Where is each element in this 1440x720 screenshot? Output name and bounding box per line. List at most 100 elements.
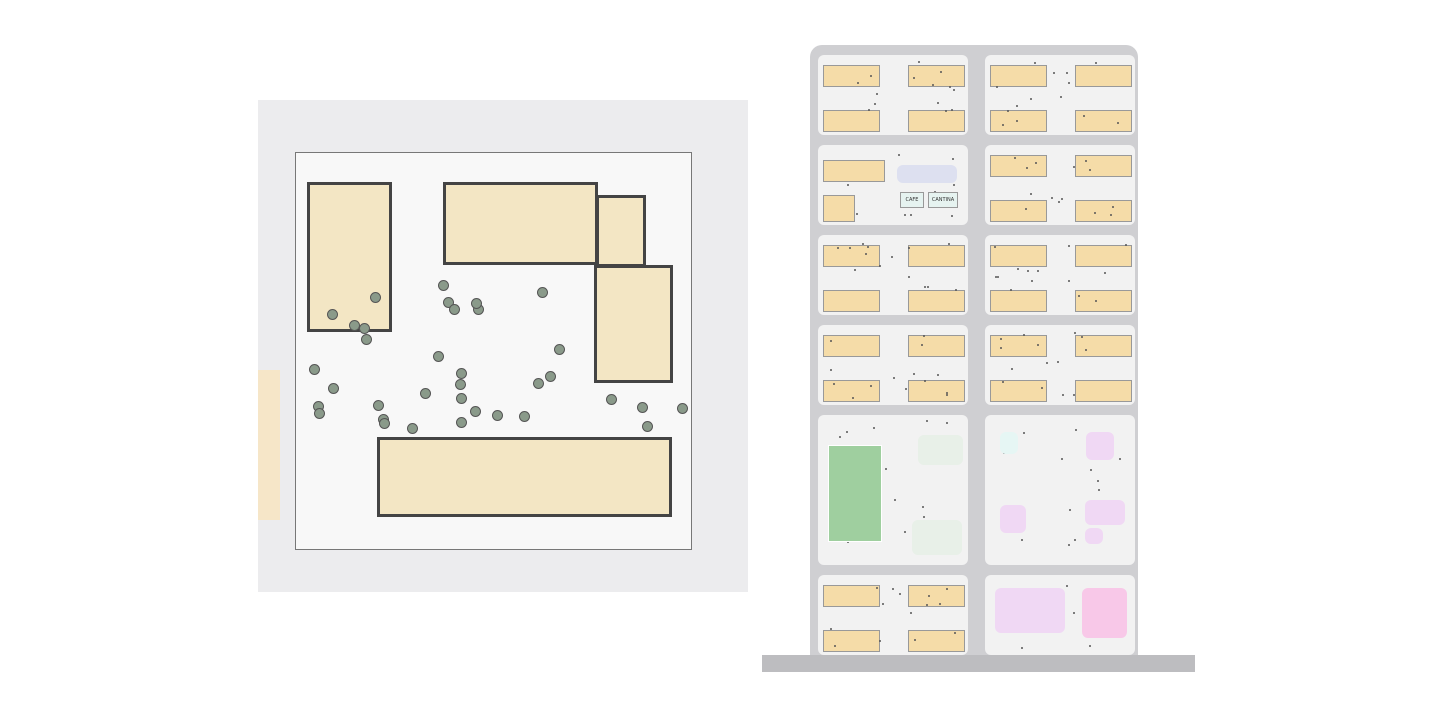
tree: [832, 382, 835, 385]
football-field: [828, 445, 882, 542]
tree: [1022, 432, 1025, 435]
residential-building: [908, 630, 965, 652]
tennis-courts: [918, 435, 963, 465]
tree: [1020, 539, 1023, 542]
building-west-block: [307, 182, 392, 332]
residential-building: [1075, 200, 1132, 222]
tree: [1116, 122, 1119, 124]
tree: [951, 108, 954, 111]
tree: [954, 289, 957, 291]
tree: [953, 632, 956, 635]
tree: [456, 392, 468, 404]
tree: [940, 71, 943, 74]
tree: [853, 268, 856, 271]
residential-building: [990, 290, 1047, 312]
tree: [1060, 457, 1063, 460]
building-east-block: [594, 265, 673, 383]
residential-building: [823, 335, 880, 357]
cafe-label: CAFE: [900, 192, 924, 208]
residential-building: [990, 110, 1047, 132]
tree: [951, 215, 954, 218]
residential-building: [908, 110, 965, 132]
tree: [903, 531, 906, 534]
tree: [456, 416, 468, 428]
tree: [926, 420, 929, 423]
tree: [349, 319, 361, 331]
residential-building: [990, 245, 1047, 267]
building-south-block: [377, 437, 672, 517]
tree: [1011, 367, 1014, 370]
tree: [1046, 361, 1049, 364]
tree: [869, 74, 872, 77]
tree: [1073, 165, 1076, 168]
public-building: [1086, 432, 1114, 460]
tree: [471, 298, 483, 310]
tree: [1040, 386, 1043, 389]
tree: [922, 334, 925, 337]
tree: [406, 422, 418, 434]
tree: [537, 287, 549, 299]
tree: [923, 380, 926, 382]
tree: [378, 418, 390, 430]
tree: [373, 399, 385, 411]
tree: [996, 85, 999, 88]
cantina-building: [1000, 432, 1018, 454]
adjacent-building: [258, 370, 280, 520]
tree: [875, 92, 878, 95]
tree: [893, 376, 896, 379]
tree: [914, 638, 917, 641]
tree: [946, 392, 949, 395]
residential-building: [990, 380, 1047, 402]
tree: [910, 214, 913, 217]
residential-building: [1075, 335, 1132, 357]
tree: [924, 286, 927, 289]
sports-hall: [995, 588, 1065, 633]
tree: [1067, 245, 1070, 248]
tree: [849, 246, 852, 249]
residential-building: [823, 245, 880, 267]
residential-building: [823, 65, 880, 87]
tree: [455, 368, 467, 380]
tree: [1104, 271, 1107, 274]
tree: [1031, 280, 1034, 283]
tree: [1059, 95, 1062, 98]
tree: [879, 265, 882, 268]
tree: [469, 405, 481, 417]
tree: [899, 592, 902, 595]
tree: [939, 602, 942, 605]
tree: [455, 378, 467, 390]
tree: [1119, 458, 1122, 461]
multipurpose-court: [1082, 588, 1127, 638]
tree: [993, 246, 996, 249]
residential-building: [908, 65, 965, 87]
tree: [936, 374, 939, 377]
tree: [1001, 124, 1004, 127]
tree: [1065, 585, 1068, 588]
tree: [953, 89, 956, 92]
residential-building: [908, 335, 965, 357]
tree: [1089, 468, 1092, 471]
residential-building: [823, 630, 880, 652]
tree: [867, 109, 870, 112]
tree: [920, 344, 923, 347]
tree: [867, 245, 870, 248]
tree: [829, 339, 832, 342]
tree: [1062, 393, 1065, 396]
tree: [326, 308, 338, 320]
tree: [1027, 270, 1030, 273]
tree: [1067, 82, 1070, 85]
tree: [1050, 197, 1053, 200]
building-north-wing: [596, 195, 646, 267]
residential-building: [1075, 110, 1132, 132]
tree: [1098, 489, 1101, 492]
tree: [879, 639, 882, 642]
tree: [1057, 360, 1060, 363]
tree: [996, 275, 999, 278]
tree: [442, 296, 454, 308]
tree: [945, 422, 948, 425]
tree: [1066, 72, 1069, 75]
tree: [1073, 539, 1076, 542]
residential-building: [823, 195, 855, 222]
tree: [907, 275, 910, 278]
tree: [1022, 333, 1025, 336]
